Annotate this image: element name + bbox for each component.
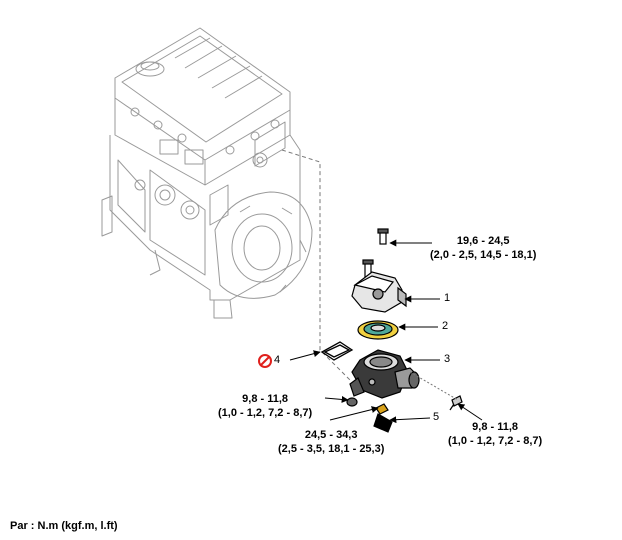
torque-value-converted: (1,0 - 1,2, 7,2 - 8,7) [218,407,313,419]
part-number-5: 5 [433,411,440,423]
torque-callout-plug: 9,8 - 11,8 (1,0 - 1,2, 7,2 - 8,7) [218,392,312,420]
location-leader-line [281,149,351,381]
water-inlet-fitting-drawing [349,349,420,399]
unit-legend: Par : N.m (kgf.m, l.ft) [10,520,118,532]
part-number-4: 4 [274,354,281,366]
part-number-2: 2 [442,320,449,332]
torque-value: 9,8 - 11,8 [472,421,519,433]
torque-value-converted: (2,5 - 3,5, 18,1 - 25,3) [278,443,385,455]
temperature-sensor-drawing [373,403,393,433]
torque-callout-cover-bolt: 19,6 - 24,5 (2,0 - 2,5, 14,5 - 18,1) [430,234,536,262]
callout-leaders [289,239,483,424]
part-number-3: 3 [444,353,451,365]
bolt-alignment-line [409,371,459,401]
torque-value: 24,5 - 34,3 [304,429,358,441]
gasket-drawing [320,341,354,361]
torque-value-converted: (2,0 - 2,5, 14,5 - 18,1) [430,249,537,261]
torque-value: 19,6 - 24,5 [456,235,510,247]
prohibited-icon [258,354,272,368]
thermostat-drawing [357,320,399,340]
torque-callout-fitting-bolt: 9,8 - 11,8 (1,0 - 1,2, 7,2 - 8,7) [448,420,542,448]
part-number-1: 1 [444,292,451,304]
torque-callout-sensor: 24,5 - 34,3 (2,5 - 3,5, 18,1 - 25,3) [278,428,384,456]
torque-value: 9,8 - 11,8 [242,393,289,405]
engine-block-drawing [101,27,313,319]
thermostat-cover-drawing [351,228,407,313]
plug-and-bolts-drawing [346,395,463,411]
torque-value-converted: (1,0 - 1,2, 7,2 - 8,7) [448,435,543,447]
